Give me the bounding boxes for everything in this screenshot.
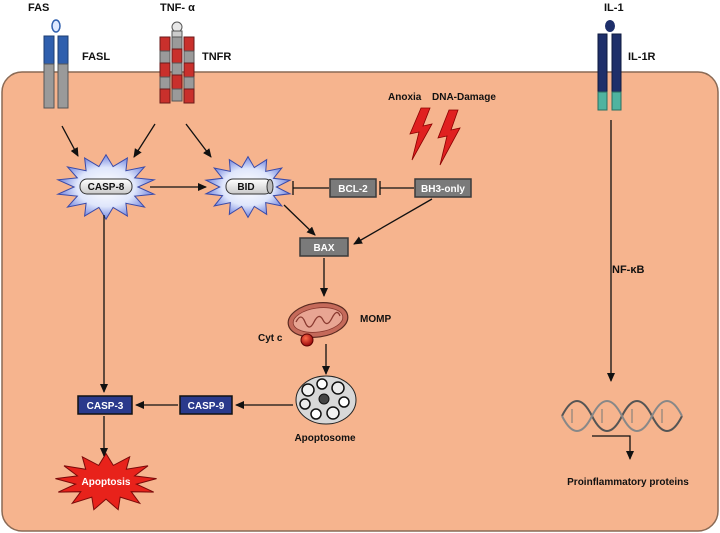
casp8-node: CASP-8: [55, 153, 157, 221]
dna-helix-icon: [561, 400, 683, 432]
bh3-only-box: BH3-only: [414, 178, 472, 198]
casp3-label: CASP-3: [87, 401, 124, 412]
arrow-dna-proteins: [592, 435, 634, 460]
mitochondrion-icon: [287, 302, 349, 338]
pathway-arrows: [61, 120, 634, 460]
tnfr-label: TNFR: [202, 51, 231, 63]
arrow-bh3-bax: [353, 198, 433, 245]
fas-receptor: FAS FASL: [28, 2, 110, 109]
nfkb-label: NF-κB: [612, 264, 644, 276]
il1r-receptor: IL-1 IL-1R: [597, 2, 656, 111]
apoptosis-label: Apoptosis: [82, 477, 131, 488]
anoxia-label: Anoxia: [388, 92, 422, 103]
tnf-alpha-label: TNF- α: [160, 2, 195, 14]
bax-box: BAX: [299, 237, 349, 257]
fasl-label: FASL: [82, 51, 110, 63]
apoptosome-label: Apoptosome: [294, 433, 356, 444]
casp3-box: CASP-3: [77, 395, 133, 415]
bax-label: BAX: [313, 243, 334, 254]
fas-label: FAS: [28, 2, 49, 14]
bid-node: BID: [204, 155, 292, 219]
il1-label: IL-1: [604, 2, 624, 14]
bcl2-label: BCL-2: [338, 184, 368, 195]
anoxia-lightning-icon: [409, 107, 433, 161]
dna-damage-label: DNA-Damage: [432, 92, 496, 103]
cytochrome-c-icon: [300, 333, 314, 347]
dna-damage-lightning-icon: [437, 109, 461, 166]
arrow-tnfr-casp8: [133, 123, 156, 158]
bh3-only-label: BH3-only: [421, 184, 465, 195]
il1r-label: IL-1R: [628, 51, 656, 63]
bid-label: BID: [237, 182, 254, 193]
momp-label: MOMP: [360, 314, 391, 325]
bcl2-box: BCL-2: [329, 178, 377, 198]
casp9-label: CASP-9: [188, 401, 225, 412]
apoptosome-icon: [295, 375, 357, 425]
apoptosis-node: Apoptosis: [55, 452, 157, 511]
arrow-bid-bax: [283, 204, 316, 236]
arrow-tnfr-bid: [185, 123, 212, 158]
casp9-box: CASP-9: [179, 395, 233, 415]
cytc-label: Cyt c: [258, 333, 283, 344]
casp8-label: CASP-8: [88, 182, 125, 193]
tnfr-receptor: TNF- α TNFR: [159, 2, 231, 104]
proinflammatory-proteins-label: Proinflammatory proteins: [567, 477, 689, 488]
arrow-fasl-casp8: [61, 125, 79, 157]
